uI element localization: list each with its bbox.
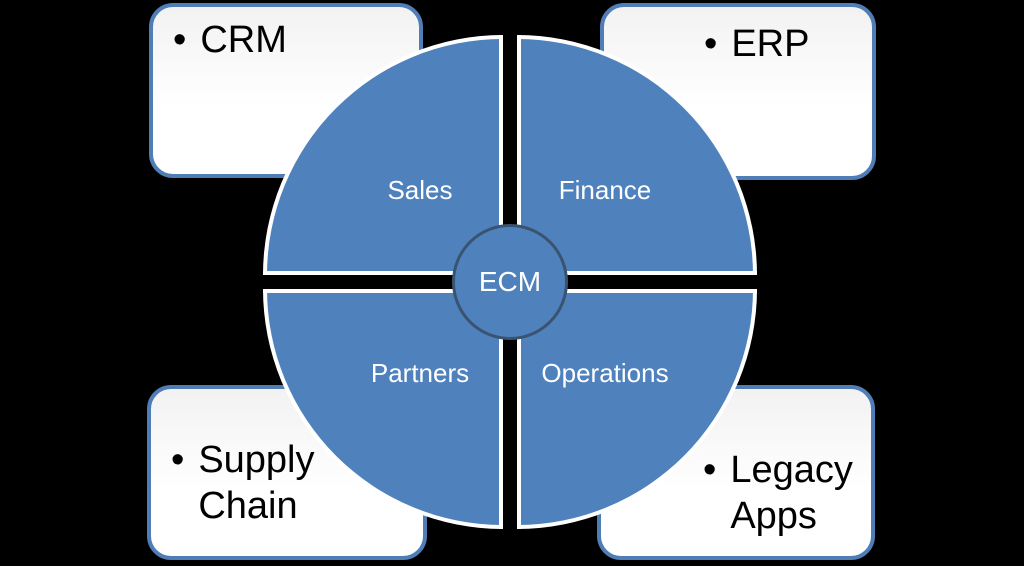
corner-box-label-supply-chain: Supply Chain xyxy=(198,439,315,527)
bullet-icon: • xyxy=(173,19,187,61)
quartered-circle: Sales Finance Partners Operations ECM xyxy=(263,35,757,529)
corner-box-label-legacy-apps: Legacy Apps xyxy=(730,449,853,537)
quadrant-operations-shape xyxy=(517,289,757,529)
center-hub-circle: ECM xyxy=(452,224,568,340)
bullet-icon: • xyxy=(704,23,718,65)
corner-box-label-crm: CRM xyxy=(200,19,287,61)
quadrant-label-partners: Partners xyxy=(370,358,470,388)
quadrant-partners-shape xyxy=(263,289,503,529)
quadrant-label-finance: Finance xyxy=(558,175,652,205)
corner-box-text: • Supply Chain xyxy=(171,437,363,529)
corner-box-label-erp: ERP xyxy=(731,23,810,65)
corner-box-text: • ERP xyxy=(704,21,809,67)
corner-box-text: • Legacy Apps xyxy=(703,447,885,539)
quadrant-finance-shape xyxy=(517,35,757,275)
corner-box-text: • CRM xyxy=(173,17,287,63)
quadrant-label-operations: Operations xyxy=(541,358,669,388)
center-hub-label: ECM xyxy=(478,266,542,297)
bullet-icon: • xyxy=(171,439,185,481)
quadrant-sales-shape xyxy=(263,35,503,275)
quadrant-label-sales: Sales xyxy=(387,175,453,205)
bullet-icon: • xyxy=(703,449,717,491)
